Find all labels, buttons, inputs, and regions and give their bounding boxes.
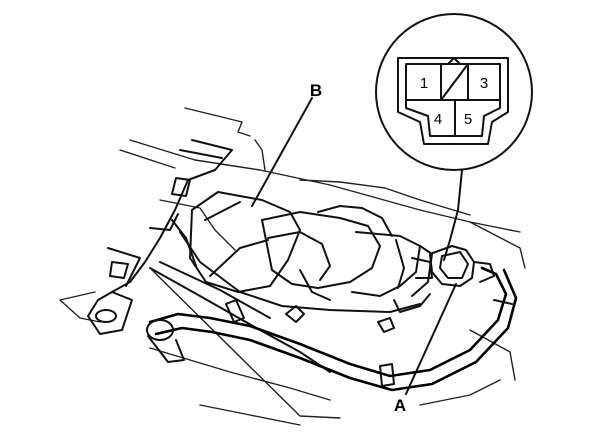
pin-label-3: 3 [480, 75, 488, 92]
hose-clip [379, 363, 395, 387]
pin-label-1: 1 [420, 75, 428, 92]
connector-lock-tab [447, 57, 461, 65]
callout-label-b: B [310, 81, 322, 100]
bracket-bolt-hole [95, 309, 117, 323]
empty-cavity-mark [440, 63, 469, 101]
magnifier-circle [375, 13, 533, 171]
connector-a [411, 245, 495, 287]
connector-face-inner [405, 63, 501, 137]
callout-b-leader [251, 97, 313, 207]
motor-bolt [377, 317, 395, 333]
washer-hose [146, 266, 518, 392]
magnifier-leader-line [443, 169, 463, 261]
callout-a-leader [405, 283, 457, 395]
hose-clip [225, 299, 245, 323]
pin-label-5: 5 [464, 111, 472, 128]
mounting-bracket [87, 139, 236, 335]
hose-end [146, 319, 174, 341]
callout-label-a: A [394, 396, 406, 415]
pin-label-4: 4 [434, 111, 442, 128]
hose-clamp [493, 299, 513, 305]
connector-face-outline [397, 57, 509, 145]
wiper-motor [171, 191, 433, 333]
connector-detail-callout: 1 3 4 5 [375, 13, 533, 261]
motor-bolt [285, 305, 305, 323]
cowl-panel [59, 107, 526, 426]
